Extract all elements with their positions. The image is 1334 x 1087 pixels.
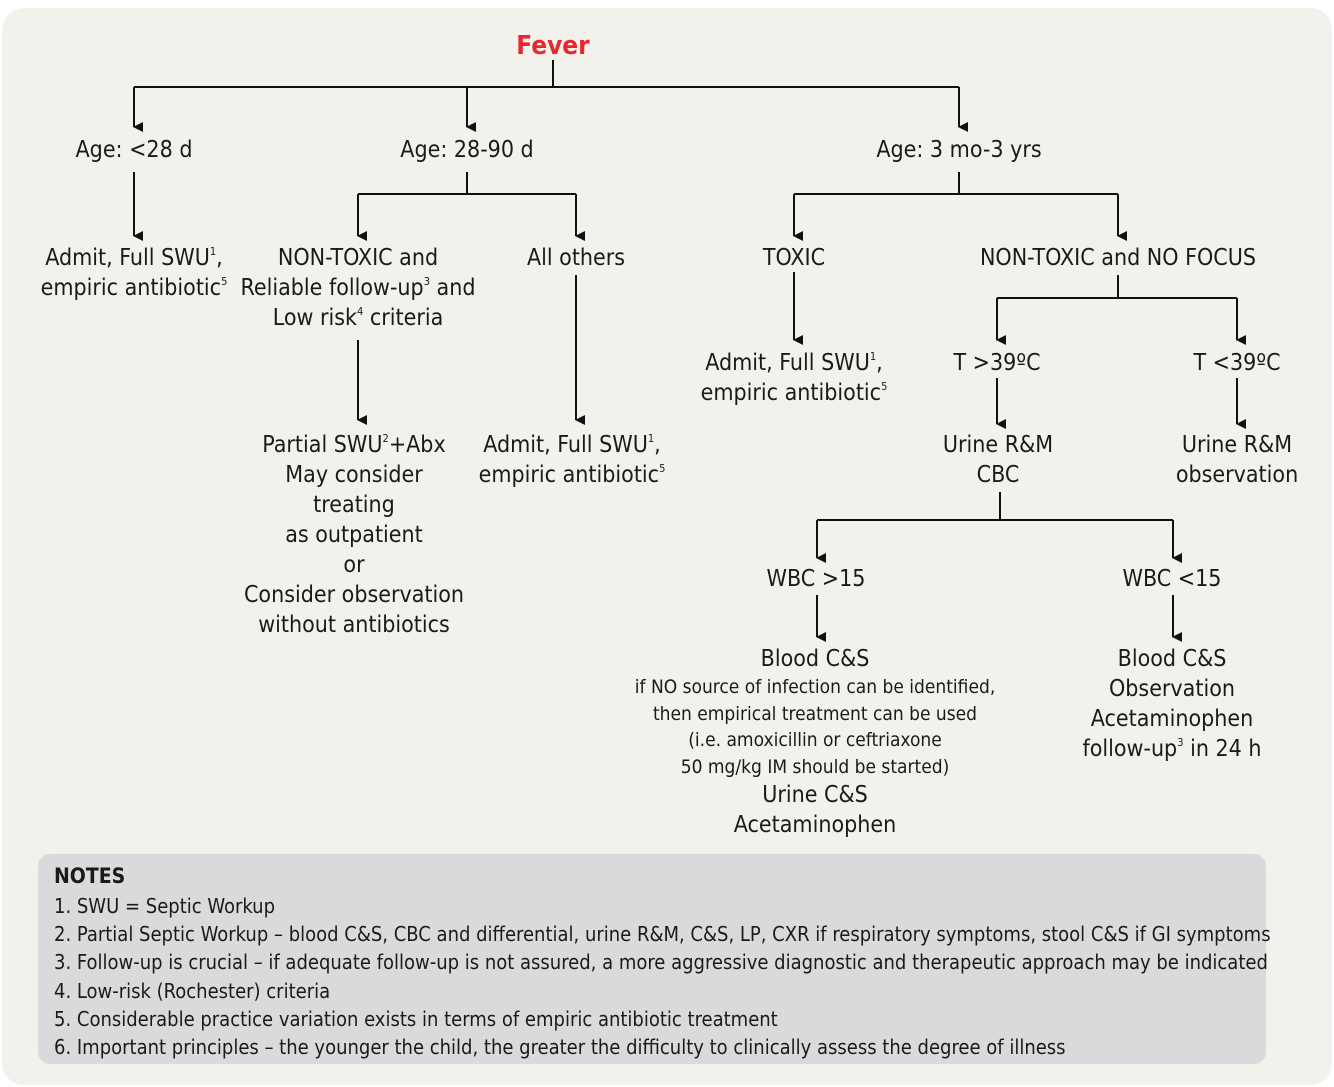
urine-observation-node: Urine R&M observation xyxy=(1175,432,1299,488)
note-item: 2. Partial Septic Workup – blood C&S, CB… xyxy=(54,922,1271,947)
note-item: 1. SWU = Septic Workup xyxy=(54,894,276,918)
all-others-node: All others xyxy=(526,245,626,271)
age-3mo-3yrs-node: Age: 3 mo-3 yrs xyxy=(876,137,1042,163)
temp-low-node: T <39ºC xyxy=(1193,350,1281,376)
admit-neonate-node: Admit, Full SWU1, empiric antibiotic5 xyxy=(40,245,228,301)
partial-swu-node: Partial SWU2+Abx May consider treating a… xyxy=(243,432,465,638)
blood-cs-high-node: Blood C&S if NO source of infection can … xyxy=(634,646,996,838)
age-under-28d-node: Age: <28 d xyxy=(75,137,193,163)
note-item: 3. Follow-up is crucial – if adequate fo… xyxy=(54,950,1268,975)
temp-high-node: T >39ºC xyxy=(953,350,1041,376)
nontoxic-nofocus-node: NON-TOXIC and NO FOCUS xyxy=(979,245,1257,271)
admit-others-node: Admit, Full SWU1, empiric antibiotic5 xyxy=(478,432,666,488)
toxic-node: TOXIC xyxy=(762,245,826,271)
admit-toxic-node: Admit, Full SWU1, empiric antibiotic5 xyxy=(700,350,888,406)
notes-list: 1. SWU = Septic Workup 2. Partial Septic… xyxy=(54,892,1271,1061)
note-item: 4. Low-risk (Rochester) criteria xyxy=(54,978,331,1003)
nontoxic-reliable-node: NON-TOXIC and Reliable follow-up3 and Lo… xyxy=(240,245,476,331)
urine-cbc-node: Urine R&M CBC xyxy=(942,432,1054,488)
age-28-90d-node: Age: 28-90 d xyxy=(400,137,534,163)
notes-title: NOTES xyxy=(54,864,126,888)
notes-box: NOTES 1. SWU = Septic Workup 2. Partial … xyxy=(38,854,1271,1064)
wbc-low-node: WBC <15 xyxy=(1122,566,1222,592)
wbc-high-node: WBC >15 xyxy=(766,566,866,592)
fever-title: Fever xyxy=(516,31,590,61)
note-item: 6. Important principles – the younger th… xyxy=(54,1035,1066,1060)
note-item: 5. Considerable practice variation exist… xyxy=(54,1006,778,1031)
blood-cs-low-node: Blood C&S Observation Acetaminophen foll… xyxy=(1082,646,1262,762)
